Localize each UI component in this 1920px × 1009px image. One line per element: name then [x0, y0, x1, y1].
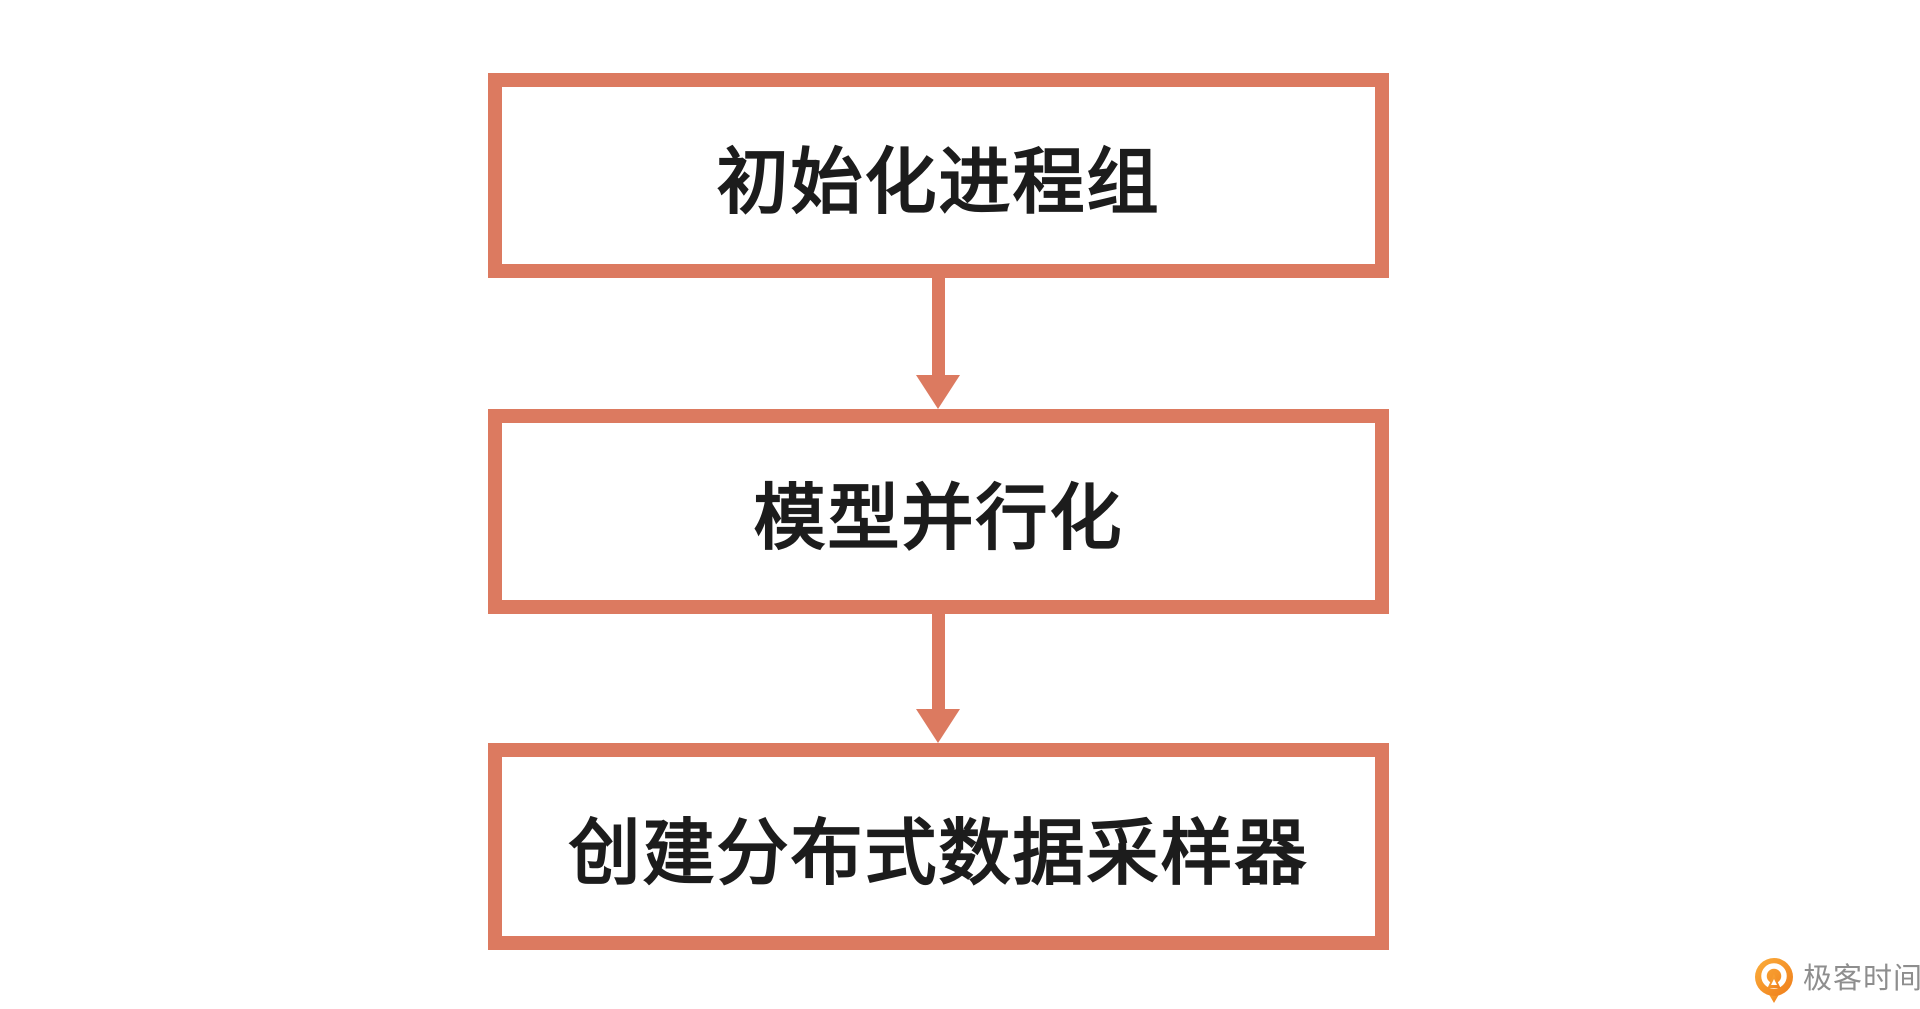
flow-step-label: 初始化进程组	[716, 143, 1161, 223]
flow-step-create-distributed-sampler: 创建分布式数据采样器	[488, 743, 1389, 950]
arrow-stem	[932, 278, 945, 377]
geektime-logo: 极客时间	[1752, 957, 1920, 1005]
flow-step-model-parallelize: 模型并行化	[488, 409, 1389, 614]
arrow-head	[916, 375, 960, 409]
flow-step-label: 模型并行化	[753, 479, 1124, 559]
flow-step-label: 创建分布式数据采样器	[568, 814, 1309, 894]
arrow-stem	[932, 614, 945, 711]
geektime-logo-text: 极客时间	[1803, 962, 1920, 995]
flow-step-init-process-group: 初始化进程组	[488, 73, 1389, 278]
geektime-logo-icon	[1755, 958, 1793, 1003]
arrow-head	[916, 709, 960, 743]
